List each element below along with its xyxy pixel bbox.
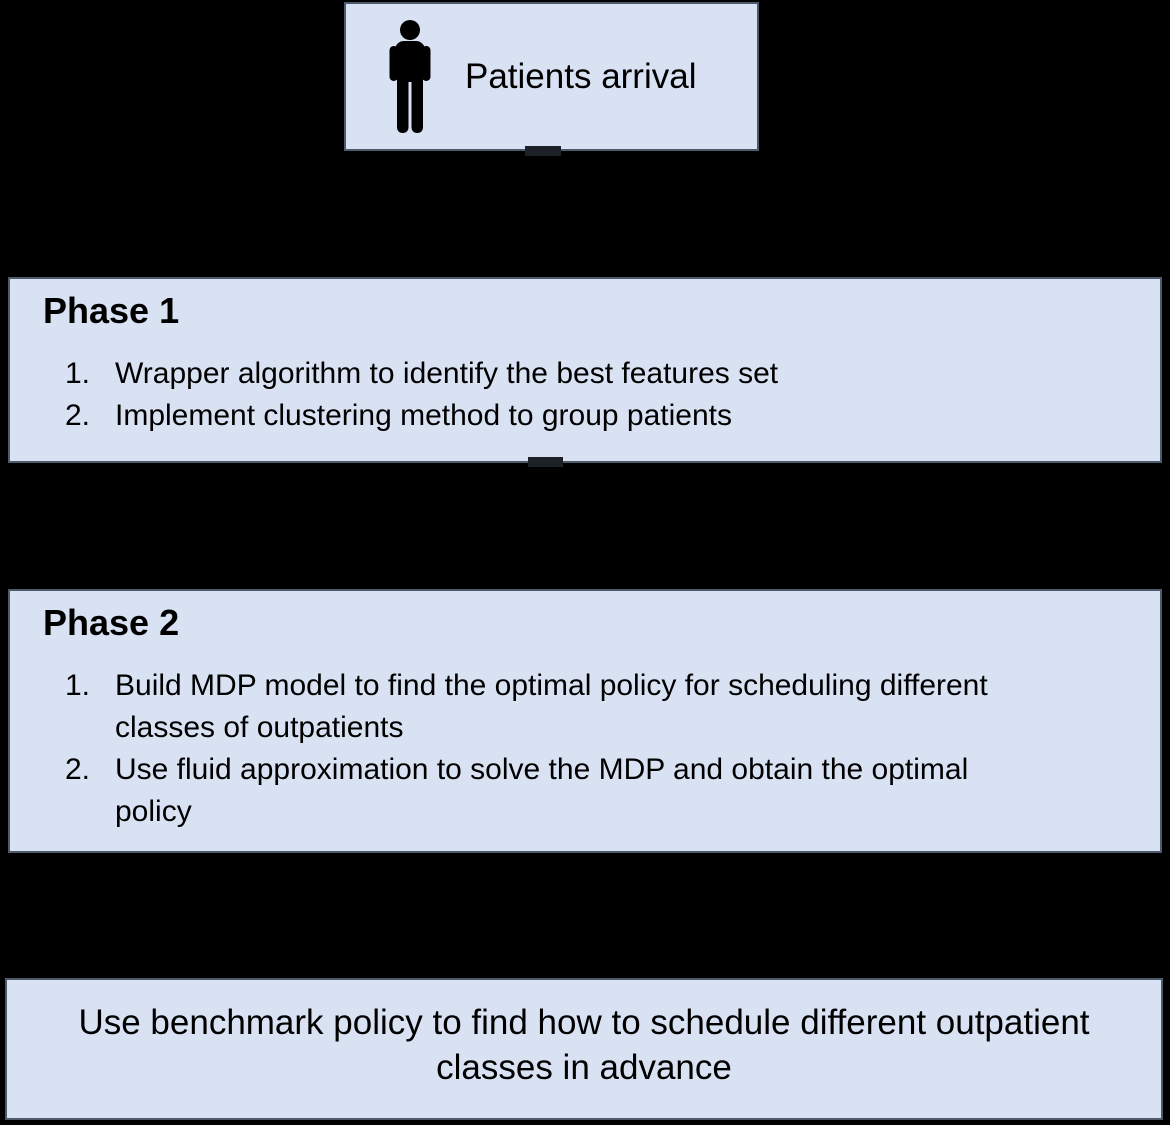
list-item: 2. Implement clustering method to group … xyxy=(10,395,1160,437)
list-item: 1. Build MDP model to find the optimal p… xyxy=(10,665,1160,749)
phase1-box: Phase 1 1. Wrapper algorithm to identify… xyxy=(8,277,1162,463)
phase2-box: Phase 2 1. Build MDP model to find the o… xyxy=(8,589,1162,853)
connector-stub-middle xyxy=(528,457,563,467)
list-item-text: Build MDP model to find the optimal poli… xyxy=(115,669,988,744)
list-item-text: Use fluid approximation to solve the MDP… xyxy=(115,753,969,828)
list-item-number: 1. xyxy=(65,669,91,702)
phase1-title: Phase 1 xyxy=(43,290,180,331)
list-item-number: 1. xyxy=(65,357,91,390)
patients-arrival-label: Patients arrival xyxy=(465,56,697,96)
patients-arrival-box: Patients arrival xyxy=(344,2,759,151)
phase2-list: 1. Build MDP model to find the optimal p… xyxy=(10,665,1160,833)
phase1-list: 1. Wrapper algorithm to identify the bes… xyxy=(10,353,1160,437)
list-item-text: Implement clustering method to group pat… xyxy=(115,399,733,432)
list-item: 1. Wrapper algorithm to identify the bes… xyxy=(10,353,1160,395)
phase2-title: Phase 2 xyxy=(43,602,180,643)
list-item-number: 2. xyxy=(65,399,91,432)
list-item-number: 2. xyxy=(65,753,91,786)
benchmark-policy-box: Use benchmark policy to find how to sche… xyxy=(5,978,1163,1120)
benchmark-policy-text: Use benchmark policy to find how to sche… xyxy=(78,1003,1090,1087)
person-icon xyxy=(389,19,431,133)
list-item-text: Wrapper algorithm to identify the best f… xyxy=(115,357,779,390)
connector-stub-top xyxy=(525,146,561,156)
list-item: 2. Use fluid approximation to solve the … xyxy=(10,749,1160,833)
